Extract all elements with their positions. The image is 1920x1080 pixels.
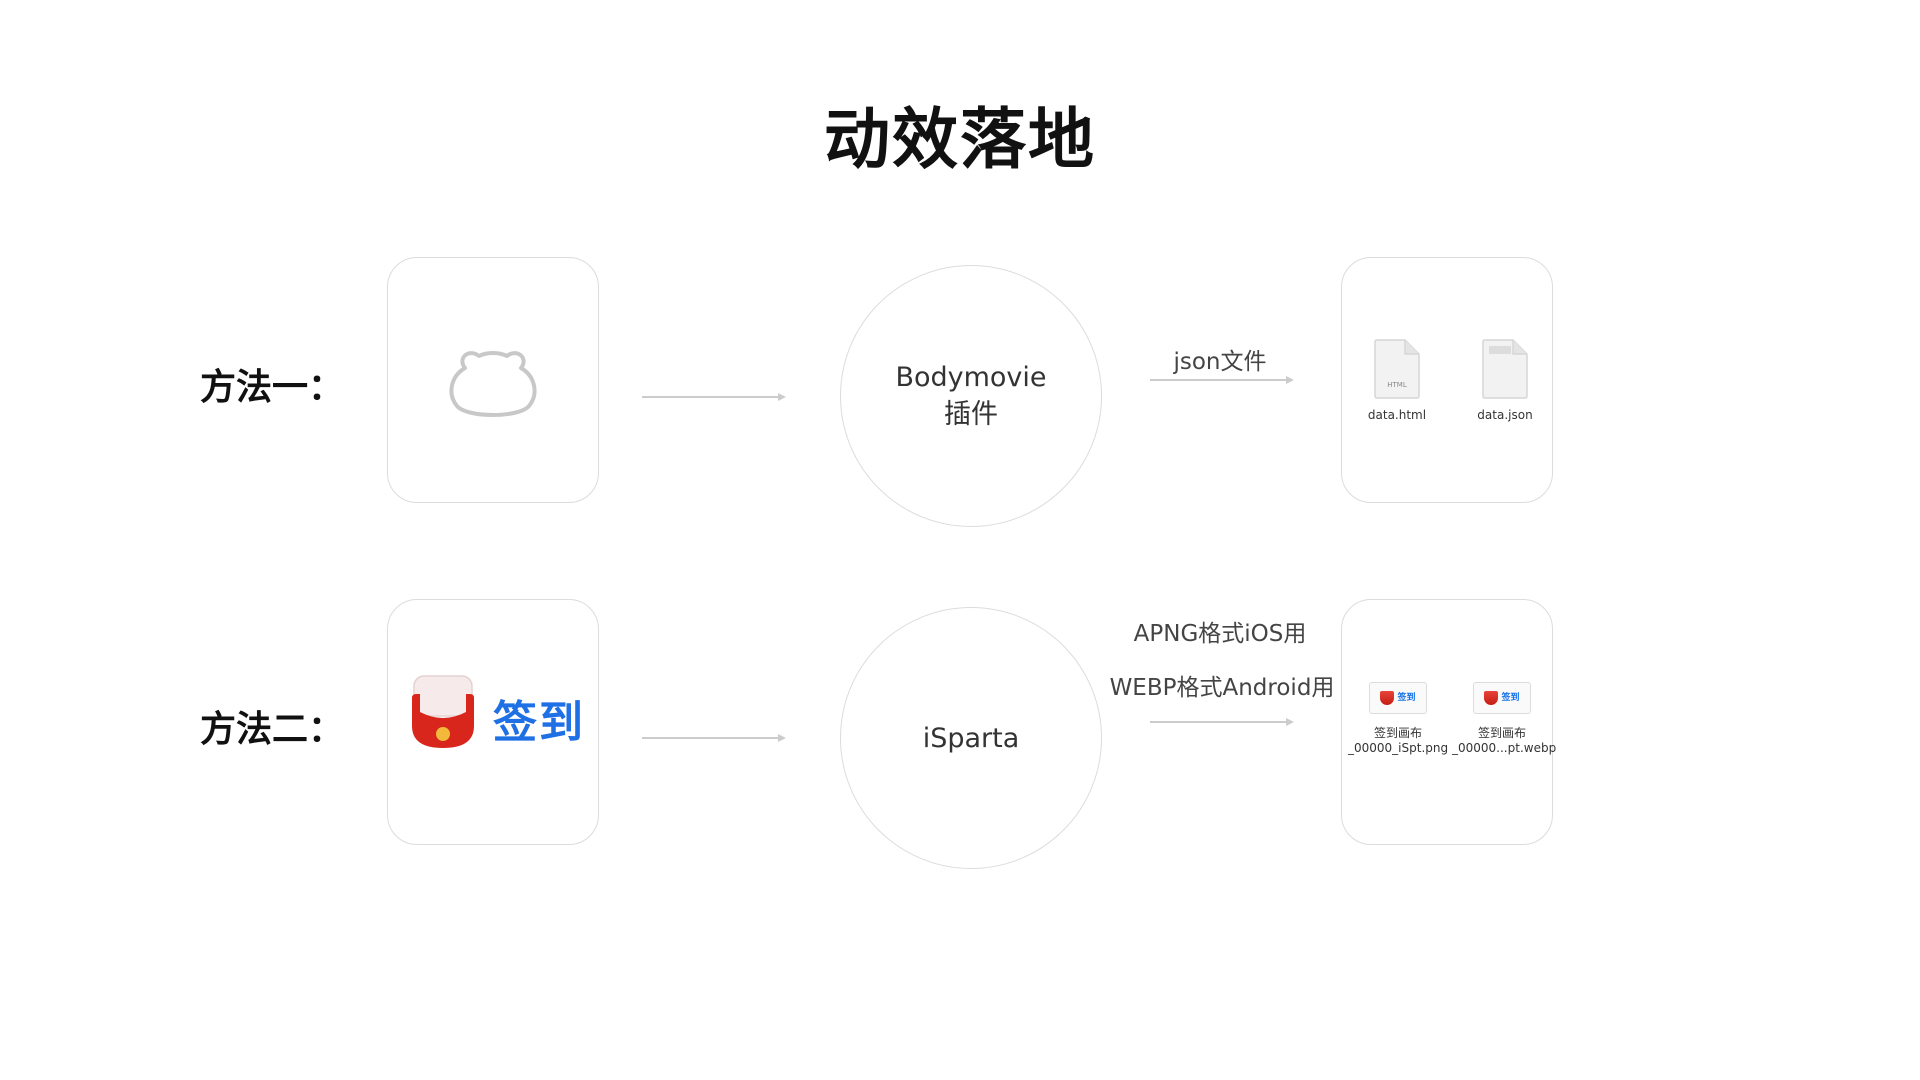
html-file-icon: HTML	[1374, 339, 1420, 399]
method2-label: 方法二：	[200, 709, 345, 750]
bear-outline-icon	[449, 351, 537, 417]
method1-arrow-1	[642, 393, 786, 401]
file-name-line1: 签到画布	[1477, 726, 1526, 740]
method2-arrow-2	[1150, 718, 1294, 726]
bodymovie-plugin-circle: Bodymovie 插件	[840, 265, 1102, 527]
signin-text: 签到	[493, 697, 585, 748]
json-file-icon	[1482, 339, 1528, 399]
method1-output-card: HTML data.html data.json	[1341, 257, 1553, 503]
thumb-text: 签到	[1397, 692, 1416, 703]
method2-arrow-1	[642, 734, 786, 742]
png-thumbnail: 签到	[1369, 682, 1427, 714]
webp-caption: WEBP格式Android用	[1109, 675, 1335, 701]
method1-arrow-2	[1150, 376, 1294, 384]
red-bag-icon	[412, 675, 474, 748]
output-file-html[interactable]: HTML data.html	[1352, 338, 1442, 423]
bodymovie-subtitle: 插件	[944, 399, 998, 430]
mini-bag-icon	[1380, 691, 1395, 705]
isparta-circle: iSparta	[840, 607, 1102, 869]
output-file-json[interactable]: data.json	[1460, 338, 1550, 423]
page-title: 动效落地	[824, 101, 1096, 178]
file-name: data.html	[1367, 408, 1427, 422]
method2-source-card: 签到	[387, 599, 599, 845]
method2-output-card: 签到 签到画布 _00000_iSpt.png 签到 签到画布 _00000..…	[1341, 599, 1557, 845]
apng-caption: APNG格式iOS用	[1133, 621, 1307, 647]
thumb-text: 签到	[1501, 692, 1520, 703]
webp-thumbnail: 签到	[1473, 682, 1531, 714]
output-file-png[interactable]: 签到 签到画布 _00000_iSpt.png	[1348, 682, 1448, 756]
file-name-line2: _00000...pt.webp	[1452, 741, 1557, 755]
html-badge: HTML	[1387, 381, 1407, 389]
file-name: data.json	[1477, 408, 1533, 422]
output-file-webp[interactable]: 签到 签到画布 _00000...pt.webp	[1452, 682, 1557, 756]
method1-source-card	[387, 257, 599, 503]
isparta-name: iSparta	[922, 722, 1020, 754]
bodymovie-name: Bodymovie	[895, 362, 1047, 393]
method1-arrow-caption: json文件	[1173, 349, 1267, 375]
mini-bag-icon	[1484, 691, 1499, 705]
method1-label: 方法一：	[200, 367, 345, 408]
file-name-line2: _00000_iSpt.png	[1348, 741, 1449, 755]
file-name-line1: 签到画布	[1373, 726, 1422, 740]
